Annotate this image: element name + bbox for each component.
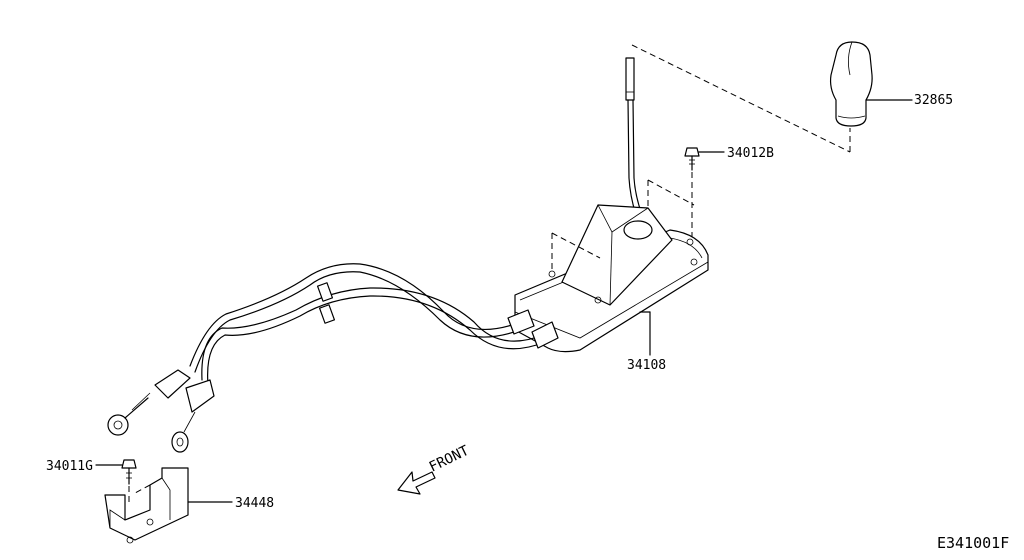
label-bracket: 34448 <box>235 496 274 511</box>
bolt-34012b <box>684 147 725 238</box>
label-bolt-top: 34012B <box>727 146 774 161</box>
shift-lever <box>625 57 642 216</box>
bracket-34448 <box>104 467 233 544</box>
control-cables <box>107 263 559 453</box>
bolt-34011g <box>95 459 137 505</box>
label-knob: 32865 <box>914 93 953 108</box>
label-bolt-bracket: 34011G <box>46 459 93 474</box>
label-shifter-assembly: 34108 <box>627 358 666 373</box>
front-arrow-icon <box>397 471 436 495</box>
front-direction-label: FRONT <box>427 442 472 475</box>
shifter-housing <box>514 179 709 356</box>
shift-knob <box>829 41 913 127</box>
knob-alignment-line <box>631 44 851 153</box>
diagram-code: E341001F <box>937 534 1009 552</box>
